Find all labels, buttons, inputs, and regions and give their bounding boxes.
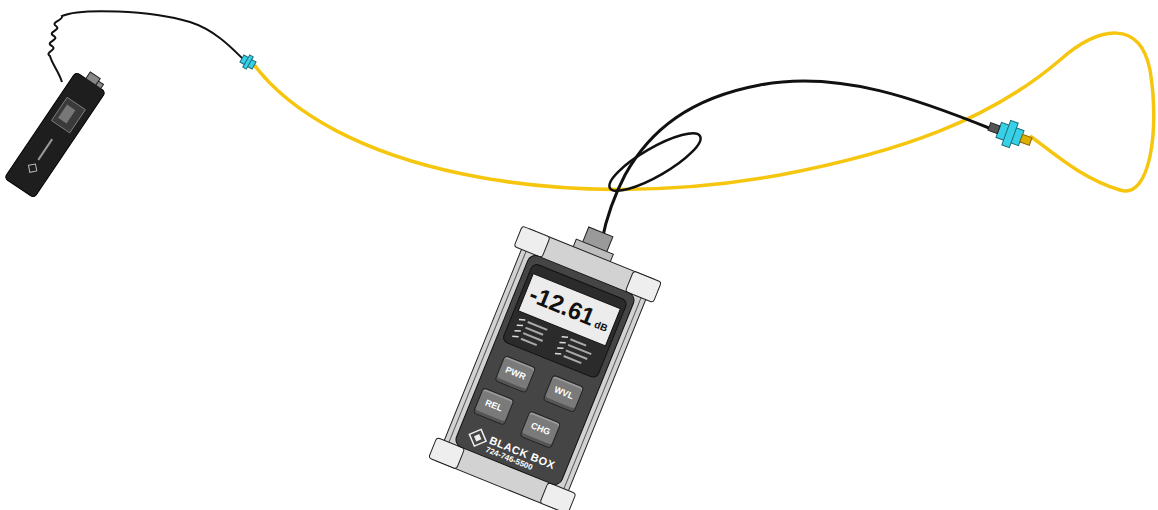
indicator-tick [514, 329, 520, 333]
corner-bumper [514, 226, 550, 258]
unit-label: dB [593, 320, 609, 335]
button-label: PWR [504, 366, 527, 383]
indicator-lettering [525, 328, 543, 335]
indicator-lettering [570, 339, 586, 345]
meter-housing [436, 229, 654, 510]
coupler-boot [988, 123, 1000, 134]
coupler-boot [1020, 134, 1032, 145]
indicator-tick [517, 323, 523, 327]
button-label: WVL [552, 386, 574, 402]
fiber-connector [240, 55, 256, 69]
button-label: CHG [529, 421, 551, 437]
power-meter: BLACK BOX724-746-5500-12.61dBPWRWVLRELCH… [429, 226, 662, 510]
push-button: PWR [494, 355, 536, 394]
meter-face [454, 253, 637, 487]
indicator-tick [512, 334, 518, 338]
yellow-fiber [252, 33, 1154, 191]
light-source-switch [96, 81, 104, 89]
button-label: REL [484, 399, 504, 414]
corner-bumper [540, 482, 576, 510]
indicator-tick [562, 335, 568, 339]
light-source-body [4, 72, 105, 198]
black-patch-cord [602, 81, 994, 240]
light-source-logo [26, 161, 40, 175]
indicator-tick [559, 341, 565, 345]
cable-loop [603, 124, 707, 200]
light-source-window [58, 105, 75, 124]
light-source-lettering [38, 139, 52, 160]
coupler-flange [1002, 120, 1018, 147]
push-button: REL [473, 387, 515, 426]
push-button: CHG [519, 410, 561, 449]
lcd-display: -12.61dB [518, 274, 620, 346]
indicator-tick [555, 352, 561, 356]
indicator-lettering [564, 356, 582, 363]
power-reading: -12.61 [526, 281, 599, 330]
indicator-tick [519, 318, 525, 322]
indicator-tick [557, 346, 563, 350]
light-source-panel [51, 97, 85, 133]
fiber-connector-flange [243, 55, 253, 69]
coiled-cord [48, 11, 244, 82]
brand-logo [466, 426, 489, 449]
brand-logo [473, 433, 483, 443]
push-button: WVL [542, 374, 584, 413]
lcd-screen [518, 274, 620, 346]
indicator-lettering [521, 339, 537, 345]
